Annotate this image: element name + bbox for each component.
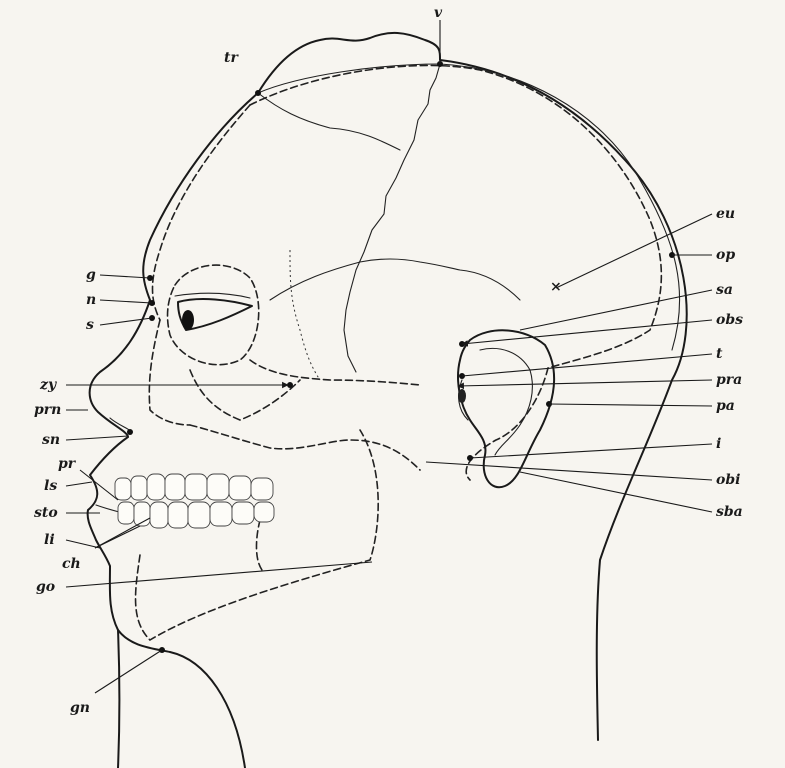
label-li: li: [44, 532, 55, 548]
leader-li: [66, 540, 100, 548]
leader-gn: [95, 650, 162, 693]
ear-antihelix: [480, 348, 532, 455]
label-pa: pa: [716, 398, 735, 414]
ear-canal: [458, 389, 466, 403]
coronal-suture: [344, 64, 440, 372]
lower-teeth: [118, 502, 274, 528]
lambdoid-dots: [290, 250, 320, 380]
leader-ch-2: [95, 526, 140, 548]
label-sn: sn: [42, 432, 60, 448]
leader-n: [100, 300, 152, 303]
leader-sn: [66, 436, 128, 440]
label-sba: sba: [716, 504, 743, 520]
skull-outline: [250, 65, 661, 480]
scalp-hair-line: [258, 33, 687, 740]
frontal-boss-line: [258, 93, 400, 150]
temporal-suture: [270, 259, 520, 300]
label-sa: sa: [716, 282, 733, 298]
label-n: n: [86, 292, 96, 308]
leader-ls: [66, 482, 92, 486]
label-v: v: [434, 5, 443, 21]
leader-eu: [556, 214, 712, 288]
label-pra: pra: [716, 372, 742, 388]
leader-pa: [549, 404, 712, 406]
label-sto: sto: [34, 505, 58, 521]
label-i: i: [716, 436, 721, 452]
label-ls: ls: [44, 478, 57, 494]
label-zy: zy: [39, 377, 57, 393]
cheek-contour: [190, 370, 300, 420]
ear-helix: [458, 330, 554, 487]
label-obs: obs: [716, 312, 743, 328]
ramus-line: [256, 520, 262, 570]
label-prn: prn: [34, 402, 61, 418]
label-eu: eu: [716, 206, 735, 222]
label-pr: pr: [58, 456, 77, 472]
zygomatic-arch: [250, 360, 420, 385]
label-go: go: [36, 579, 55, 595]
leader-pra: [458, 380, 712, 386]
label-tr: tr: [224, 50, 239, 66]
label-ch: ch: [62, 556, 81, 572]
head-profile-outline: [88, 93, 258, 768]
upper-teeth: [115, 474, 273, 500]
neck-front-line: [118, 630, 120, 768]
leader-s: [100, 318, 152, 325]
label-t: t: [716, 346, 723, 362]
landmark-points: [127, 61, 675, 653]
label-gn: gn: [70, 700, 90, 716]
label-g: g: [86, 267, 96, 283]
leader-pr: [80, 470, 118, 500]
leader-sa: [520, 290, 712, 330]
pupil: [182, 310, 194, 330]
orbit-outline: [168, 265, 259, 365]
forehead-bone-line: [153, 105, 251, 320]
label-obi: obi: [716, 472, 740, 488]
inner-scalp-line: [258, 64, 680, 350]
label-s: s: [86, 317, 94, 333]
euryon-cross: ×: [550, 279, 562, 295]
leader-go: [66, 562, 372, 587]
leader-i: [470, 444, 712, 458]
eyebrow: [175, 293, 250, 298]
label-op: op: [716, 247, 735, 263]
leader-obi: [426, 462, 712, 480]
maxilla-line: [190, 425, 420, 470]
